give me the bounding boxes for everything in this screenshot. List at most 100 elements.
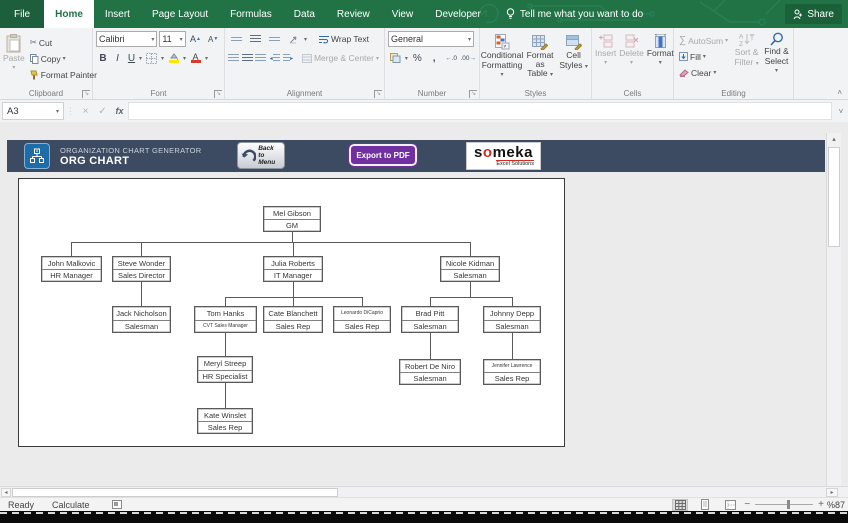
org-node-julia-roberts[interactable]: Julia Roberts IT Manager	[263, 256, 323, 282]
font-color-button[interactable]: A	[187, 50, 204, 66]
org-node-leonardo-dicaprio[interactable]: Leonardo DiCaprio Sales Rep	[333, 306, 391, 333]
enter-check-icon[interactable]: ✓	[98, 105, 107, 117]
increase-decimal-button[interactable]: ←.0	[445, 54, 457, 62]
chevron-down-icon[interactable]: ▾	[139, 55, 143, 62]
org-node-nicole-kidman[interactable]: Nicole Kidman Salesman	[440, 256, 500, 282]
scroll-left-icon[interactable]: ◂	[1, 488, 11, 497]
chevron-down-icon[interactable]: ▾	[161, 55, 165, 62]
paste-button[interactable]: Paste ▾	[3, 31, 25, 87]
clear-button[interactable]: Clear ▾	[677, 65, 730, 80]
format-as-table-button[interactable]: Format as Table ▾	[524, 31, 556, 87]
org-node-brad-pitt[interactable]: Brad Pitt Salesman	[401, 306, 459, 333]
formula-bar-expand-icon[interactable]: ˅	[838, 106, 844, 116]
decrease-indent-button[interactable]: ◂	[269, 50, 281, 66]
borders-button[interactable]	[143, 50, 160, 66]
horizontal-scrollbar[interactable]: ◂ ▸	[0, 486, 848, 497]
clipboard-dialog-launcher[interactable]: ↘	[82, 90, 90, 98]
accounting-format-button[interactable]	[388, 50, 403, 66]
bottom-align-button[interactable]	[266, 31, 283, 47]
org-node-steve-wonder[interactable]: Steve Wonder Sales Director	[112, 256, 171, 282]
name-box[interactable]: A3 ▾	[2, 102, 64, 120]
share-button[interactable]: Share	[785, 4, 842, 24]
org-node-john-malkovic[interactable]: John Malkovic HR Manager	[41, 256, 102, 282]
formula-input[interactable]	[128, 102, 832, 120]
page-layout-view-button[interactable]	[697, 499, 713, 511]
copy-button[interactable]: Copy ▾	[28, 51, 99, 66]
align-center-button[interactable]	[241, 50, 254, 66]
org-node-jennifer-lawrence[interactable]: Jennifer Lawrence Sales Rep	[483, 359, 541, 385]
vertical-scrollbar[interactable]: ▴	[826, 133, 841, 486]
font-dialog-launcher[interactable]: ↘	[214, 90, 222, 98]
orientation-button[interactable]	[285, 31, 302, 47]
tab-review[interactable]: Review	[336, 8, 370, 20]
find-select-button[interactable]: Find & Select ▾	[763, 31, 790, 87]
zoom-slider-knob[interactable]	[787, 500, 791, 509]
worksheet-area[interactable]: ORGANIZATION CHART GENERATOR ORG CHART B…	[0, 122, 848, 486]
chevron-down-icon[interactable]: ▾	[205, 55, 209, 62]
page-break-preview-button[interactable]	[722, 499, 738, 511]
org-node-jack-nicholson[interactable]: Jack Nicholson Salesman	[112, 306, 171, 333]
org-node-tom-hanks[interactable]: Tom Hanks CVT Sales Manager	[194, 306, 257, 333]
tab-developer[interactable]: Developer	[435, 8, 481, 20]
autosum-button[interactable]: ∑ AutoSum ▾	[677, 33, 730, 48]
cut-button[interactable]: ✂ Cut	[28, 35, 99, 50]
zoom-slider[interactable]	[755, 500, 814, 509]
cell-styles-button[interactable]: Cell Styles ▾	[559, 31, 588, 87]
alignment-dialog-launcher[interactable]: ↘	[374, 90, 382, 98]
fill-color-button[interactable]	[165, 50, 182, 66]
chevron-down-icon[interactable]: ▾	[404, 55, 408, 62]
export-to-pdf-button[interactable]: Export to PDF	[348, 143, 418, 167]
org-node-johnny-depp[interactable]: Johnny Depp Salesman	[483, 306, 541, 333]
org-chart-canvas[interactable]: Mel Gibson GM John Malkovic HR Manager S…	[18, 178, 565, 447]
font-name-select[interactable]: Calibri ▾	[96, 31, 158, 47]
tab-view[interactable]: View	[391, 8, 414, 20]
chevron-down-icon[interactable]: ▾	[304, 36, 308, 43]
zoom-level[interactable]: %87	[826, 499, 845, 510]
delete-cells-button[interactable]: Delete ▾	[619, 31, 644, 87]
bold-button[interactable]: B	[96, 50, 110, 66]
tab-formulas[interactable]: Formulas	[230, 8, 272, 20]
tab-home[interactable]: Home	[44, 0, 94, 28]
org-node-meryl-streep[interactable]: Meryl Streep HR Specialist	[197, 356, 253, 383]
decrease-decimal-button[interactable]: .00→	[460, 54, 476, 62]
tab-page-layout[interactable]: Page Layout	[151, 8, 209, 20]
insert-function-button[interactable]: fx	[115, 106, 124, 116]
macro-record-icon[interactable]	[111, 500, 122, 509]
zoom-in-icon[interactable]: +	[818, 499, 824, 510]
collapse-ribbon-button[interactable]: ˄	[837, 88, 842, 97]
format-painter-button[interactable]: Format Painter	[28, 67, 99, 82]
conditional-formatting-button[interactable]: ≠ Conditional Formatting ▾	[481, 31, 523, 87]
wrap-text-button[interactable]: Wrap Text	[317, 32, 371, 47]
italic-button[interactable]: I	[111, 50, 124, 66]
tab-file[interactable]: File	[0, 0, 45, 28]
tab-data[interactable]: Data	[293, 8, 315, 20]
normal-view-button[interactable]	[672, 498, 688, 511]
chevron-down-icon[interactable]: ▾	[183, 55, 187, 62]
align-right-button[interactable]	[255, 50, 267, 66]
increase-font-button[interactable]: A▲	[190, 34, 201, 44]
merge-center-button[interactable]: Merge & Center ▾	[300, 51, 381, 66]
org-node-cate-blanchett[interactable]: Cate Blanchett Sales Rep	[263, 306, 323, 333]
decrease-font-button[interactable]: A▼	[208, 34, 219, 44]
back-to-menu-button[interactable]: Back to Menu	[237, 142, 285, 169]
vertical-scroll-thumb[interactable]	[828, 147, 840, 247]
cancel-icon[interactable]: ×	[82, 105, 89, 117]
font-size-select[interactable]: 11 ▾	[159, 31, 186, 47]
comma-button[interactable]: ,	[427, 50, 442, 66]
tab-insert[interactable]: Insert	[104, 8, 130, 20]
org-node-kate-winslet[interactable]: Kate Winslet Sales Rep	[197, 408, 253, 434]
underline-button[interactable]: U	[125, 50, 138, 66]
org-node-mel-gibson[interactable]: Mel Gibson GM	[263, 206, 321, 232]
fill-button[interactable]: Fill ▾	[677, 49, 730, 64]
tell-me-box[interactable]: Tell me what you want to do	[506, 0, 643, 28]
number-dialog-launcher[interactable]: ↘	[469, 90, 477, 98]
middle-align-button[interactable]	[247, 31, 264, 47]
horizontal-scroll-thumb[interactable]	[12, 488, 338, 497]
percent-button[interactable]: %	[410, 50, 425, 66]
org-node-robert-de-niro[interactable]: Robert De Niro Salesman	[399, 359, 461, 385]
status-calculate[interactable]: Calculate	[52, 499, 90, 510]
number-format-select[interactable]: General ▾	[388, 31, 474, 47]
scroll-right-icon[interactable]: ▸	[826, 488, 838, 497]
scroll-up-icon[interactable]: ▴	[832, 136, 836, 143]
